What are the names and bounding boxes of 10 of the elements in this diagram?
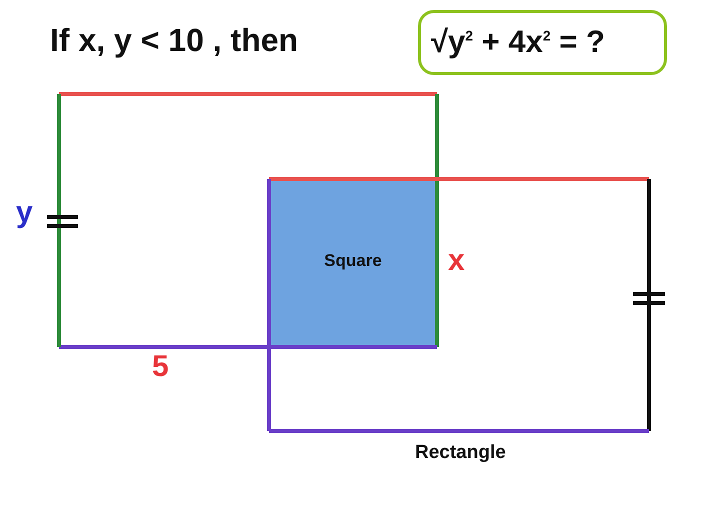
side-label: y	[16, 196, 33, 230]
title: If x, y < 10 , then	[50, 22, 298, 59]
formula-box	[418, 10, 667, 75]
shape-label: Square	[324, 251, 382, 271]
shape-label: Rectangle	[415, 442, 506, 464]
formula: √y$^{2}$ + 4x$^{2}$ = ?	[431, 24, 605, 60]
square	[271, 181, 435, 345]
side-label: x	[448, 244, 465, 278]
side-label: 5	[152, 350, 169, 384]
square-outline	[59, 94, 437, 347]
